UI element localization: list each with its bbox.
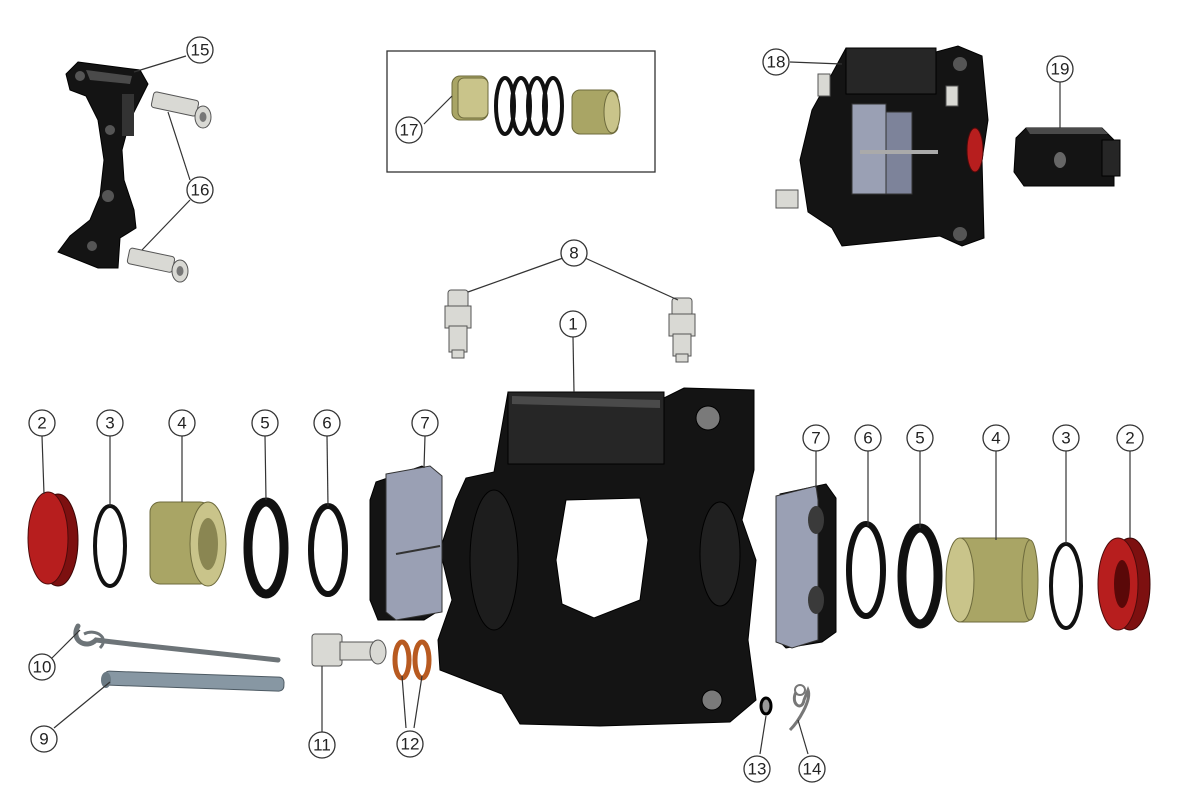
- part-2-dust-cap-right: [1097, 537, 1151, 631]
- part-3-o-ring-left: [93, 504, 127, 588]
- callout-18: 18: [762, 48, 790, 76]
- callout-12: 12: [396, 730, 424, 758]
- part-6-seal-left: [308, 503, 348, 597]
- part-4-piston-left: [149, 501, 227, 587]
- part-7-brake-pad-right: [775, 483, 837, 649]
- callout-10: 10: [28, 653, 56, 681]
- svg-text:18: 18: [767, 53, 786, 72]
- svg-text:19: 19: [1051, 60, 1070, 79]
- svg-text:9: 9: [39, 730, 48, 749]
- part-5-seal-right: [897, 523, 943, 629]
- svg-text:14: 14: [803, 760, 822, 779]
- part-12-washer-b: [412, 639, 432, 681]
- part-12-washer-a: [392, 639, 412, 681]
- svg-text:7: 7: [811, 429, 820, 448]
- part-19-block: [1013, 127, 1121, 187]
- callout-19: 19: [1046, 55, 1074, 83]
- callout-11: 11: [308, 731, 336, 759]
- svg-text:12: 12: [401, 735, 420, 754]
- part-17-spring-assembly: [451, 75, 621, 136]
- svg-text:7: 7: [420, 414, 429, 433]
- svg-text:3: 3: [1061, 429, 1070, 448]
- svg-text:10: 10: [33, 658, 52, 677]
- leader-lines: [41, 55, 1131, 755]
- svg-text:6: 6: [322, 414, 331, 433]
- svg-text:17: 17: [400, 121, 419, 140]
- part-15-mounting-bracket: [57, 61, 149, 269]
- part-16-bolt-upper: [150, 91, 212, 129]
- callout-6-left: 6: [313, 409, 341, 437]
- callout-4-right: 4: [982, 424, 1010, 452]
- callout-7-right: 7: [802, 424, 830, 452]
- callout-1: 1: [559, 310, 587, 338]
- inset-frame-17: [386, 50, 656, 173]
- part-3-o-ring-right: [1049, 542, 1083, 630]
- svg-text:5: 5: [260, 414, 269, 433]
- svg-text:5: 5: [915, 429, 924, 448]
- callout-2-right: 2: [1116, 424, 1144, 452]
- part-16-bolt-lower: [126, 247, 189, 283]
- part-9-pin: [101, 670, 285, 692]
- part-4-piston-right: [945, 537, 1039, 623]
- part-2-dust-cap-left: [27, 491, 79, 587]
- part-11-banjo-bolt: [311, 633, 387, 667]
- svg-text:15: 15: [191, 41, 210, 60]
- callout-5-right: 5: [906, 424, 934, 452]
- callout-3-right: 3: [1052, 424, 1080, 452]
- callout-7-left: 7: [411, 409, 439, 437]
- part-18-assembled-caliper: [775, 45, 989, 247]
- svg-text:3: 3: [105, 414, 114, 433]
- svg-text:4: 4: [177, 414, 186, 433]
- part-8-bleed-screw-right: [668, 297, 696, 363]
- part-1-caliper-body: [437, 387, 757, 727]
- svg-text:2: 2: [1125, 429, 1134, 448]
- part-13-washer: [759, 696, 773, 716]
- callout-9: 9: [30, 725, 58, 753]
- callout-16: 16: [186, 176, 214, 204]
- callout-8: 8: [560, 239, 588, 267]
- callout-2-left: 2: [28, 409, 56, 437]
- svg-text:11: 11: [313, 736, 331, 755]
- callout-4-left: 4: [168, 409, 196, 437]
- svg-text:1: 1: [568, 315, 577, 334]
- part-8-bleed-screw-left: [444, 289, 472, 359]
- svg-text:8: 8: [569, 244, 578, 263]
- callout-17: 17: [395, 116, 423, 144]
- svg-text:4: 4: [991, 429, 1000, 448]
- part-10-retaining-clip: [73, 623, 281, 663]
- callout-3-left: 3: [96, 409, 124, 437]
- part-14-spring-clip: [788, 684, 811, 732]
- callout-6-right: 6: [854, 424, 882, 452]
- svg-text:13: 13: [748, 760, 767, 779]
- svg-text:2: 2: [37, 414, 46, 433]
- callout-15: 15: [186, 36, 214, 64]
- callout-5-left: 5: [251, 409, 279, 437]
- callout-14: 14: [798, 755, 826, 783]
- callout-13: 13: [743, 755, 771, 783]
- svg-text:6: 6: [863, 429, 872, 448]
- part-6-seal-right: [846, 521, 886, 619]
- part-5-seal-left: [243, 497, 289, 599]
- svg-text:16: 16: [191, 181, 210, 200]
- part-7-brake-pad-left: [369, 465, 443, 621]
